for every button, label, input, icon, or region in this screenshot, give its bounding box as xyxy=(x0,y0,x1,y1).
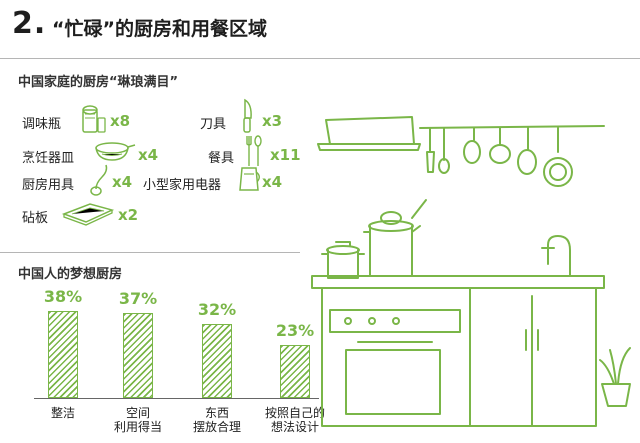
item-label-utensil: 厨房用具 xyxy=(22,178,75,193)
item-count-utensil: x4 xyxy=(112,173,133,191)
item-count-tableware: x11 xyxy=(270,146,301,164)
hanging-utensils-icon xyxy=(426,127,573,187)
category-label-1: 空间利用得当 xyxy=(113,406,162,434)
oven-cabinet xyxy=(321,287,471,427)
bar-value-label-0: 38% xyxy=(43,286,83,306)
knife-icon xyxy=(243,98,252,133)
item-label-knife: 刀具 xyxy=(200,117,227,132)
bar-0 xyxy=(48,310,78,398)
top-divider xyxy=(0,58,640,59)
bar-value-label-2: 32% xyxy=(197,300,237,320)
page-title: “忙碌”的厨房和用餐区域 xyxy=(52,18,267,40)
faucet-icon xyxy=(541,235,571,277)
utensil-rail xyxy=(419,125,605,129)
cutting-board-icon xyxy=(61,203,115,226)
tableware-icon xyxy=(246,135,262,166)
item-count-knife: x3 xyxy=(262,112,283,130)
bar-1 xyxy=(123,312,153,398)
category-label-3: 按照自己的想法设计 xyxy=(264,406,325,434)
item-label-cookware: 烹饪器皿 xyxy=(22,151,75,166)
countertop xyxy=(311,275,605,289)
seasoning-bottle-icon xyxy=(82,105,106,133)
section-number: 2. xyxy=(12,6,47,41)
small-appliance-icon xyxy=(239,167,260,191)
kitchen-utensil-icon xyxy=(90,164,108,196)
category-label-2: 东西摆放合理 xyxy=(192,406,241,434)
category-label-0: 整洁 xyxy=(50,406,75,420)
item-count-appliance: x4 xyxy=(262,173,283,191)
chart-title: 中国人的梦想厨房 xyxy=(18,267,123,282)
bar-value-label-3: 23% xyxy=(275,321,315,341)
item-count-seasoning: x8 xyxy=(110,112,131,130)
bar-2 xyxy=(202,324,232,398)
section-title-kitchen-items: 中国家庭的厨房“琳琅满目” xyxy=(18,75,179,90)
middle-divider xyxy=(0,252,300,253)
kitchen-illustration xyxy=(311,116,631,427)
bar-3 xyxy=(280,345,310,398)
potted-plant-icon xyxy=(599,347,631,407)
item-count-cutting-board: x2 xyxy=(118,206,139,224)
item-label-seasoning: 调味瓶 xyxy=(22,117,62,132)
range-hood-icon xyxy=(317,116,421,151)
item-label-tableware: 餐具 xyxy=(208,151,235,166)
item-count-cookware: x4 xyxy=(138,146,159,164)
cookware-icon xyxy=(95,142,136,161)
chart-baseline xyxy=(34,398,319,399)
item-label-appliance: 小型家用电器 xyxy=(143,178,222,193)
bar-value-label-1: 37% xyxy=(118,288,158,308)
item-label-cutting-board: 砧板 xyxy=(22,211,49,226)
steamer-pot-icon xyxy=(363,199,427,277)
dream-kitchen-bar-chart: 38% 整洁 37% 空间利用得当 32% 东西摆放合理 23% 按照自己的想法设计 xyxy=(34,286,325,434)
stockpot-icon xyxy=(321,241,365,279)
sink-cabinet xyxy=(469,287,597,427)
